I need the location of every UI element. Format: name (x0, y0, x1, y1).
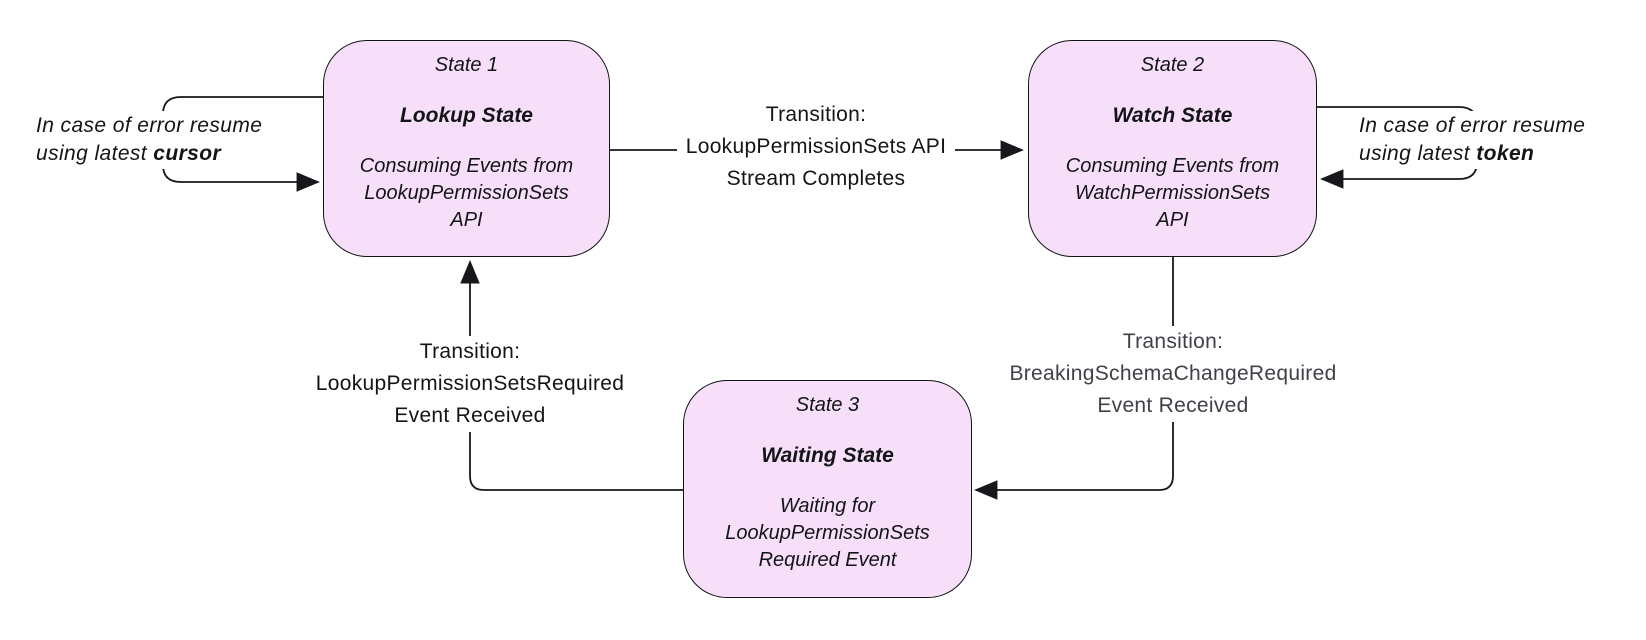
error-loop-label-state1: In case of error resume using latest cur… (30, 111, 269, 169)
state-name: Waiting State (761, 444, 894, 467)
transition-text: Event Received (1088, 390, 1258, 422)
transition-text: Stream Completes (717, 163, 915, 195)
state-description-line: WatchPermissionSets (1074, 182, 1271, 204)
state-label: State 1 (434, 54, 499, 76)
transition-text: BreakingSchemaChangeRequired (1000, 358, 1346, 390)
error-loop-text: using latest (36, 142, 154, 165)
state-description-line: Consuming Events from (359, 155, 574, 177)
arrow-state3-to-state1 (460, 260, 683, 491)
state-label: State 2 (1140, 54, 1205, 76)
transition-text: LookupPermissionSets API (676, 131, 956, 163)
state-description-line: LookupPermissionSets (725, 522, 930, 544)
state-node-watch: State 2 Watch State Consuming Events fro… (1028, 40, 1317, 257)
state-name: Lookup State (399, 104, 533, 127)
transition-text: Transition: (756, 99, 876, 131)
state-description-line: LookupPermissionSets (364, 182, 569, 204)
state-description-line: API (450, 209, 483, 231)
error-loop-text: In case of error resume (1353, 111, 1592, 141)
error-loop-label-state2: In case of error resume using latest tok… (1353, 111, 1592, 169)
transition-text: Transition: (410, 336, 530, 368)
state-description-line: API (1156, 209, 1189, 231)
state-name: Watch State (1112, 104, 1233, 127)
error-loop-text: using latest (1359, 142, 1477, 165)
state-description: Waiting for LookupPermissionSets Require… (725, 493, 930, 574)
state-node-waiting: State 3 Waiting State Waiting for Lookup… (683, 380, 972, 598)
state-label: State 3 (795, 394, 860, 416)
error-loop-keyword: token (1476, 142, 1535, 165)
arrow-state2-to-state3 (974, 257, 1174, 500)
state-description-line: Waiting for (779, 495, 876, 517)
transition-label-state3-to-state1: Transition: LookupPermissionSetsRequired… (306, 336, 634, 432)
state-description-line: Required Event (758, 549, 897, 571)
transition-label-state2-to-state3: Transition: BreakingSchemaChangeRequired… (1000, 326, 1346, 422)
transition-text: Transition: (1113, 326, 1233, 358)
error-loop-text: In case of error resume (30, 111, 269, 141)
transition-text: LookupPermissionSetsRequired (306, 368, 634, 400)
transition-label-state1-to-state2: Transition: LookupPermissionSets API Str… (666, 99, 966, 195)
state-description: Consuming Events from LookupPermissionSe… (360, 153, 573, 234)
state-node-lookup: State 1 Lookup State Consuming Events fr… (323, 40, 610, 257)
transition-text: Event Received (385, 400, 555, 432)
error-loop-keyword: cursor (153, 142, 222, 165)
state-description: Consuming Events from WatchPermissionSet… (1066, 153, 1279, 234)
state-description-line: Consuming Events from (1065, 155, 1280, 177)
